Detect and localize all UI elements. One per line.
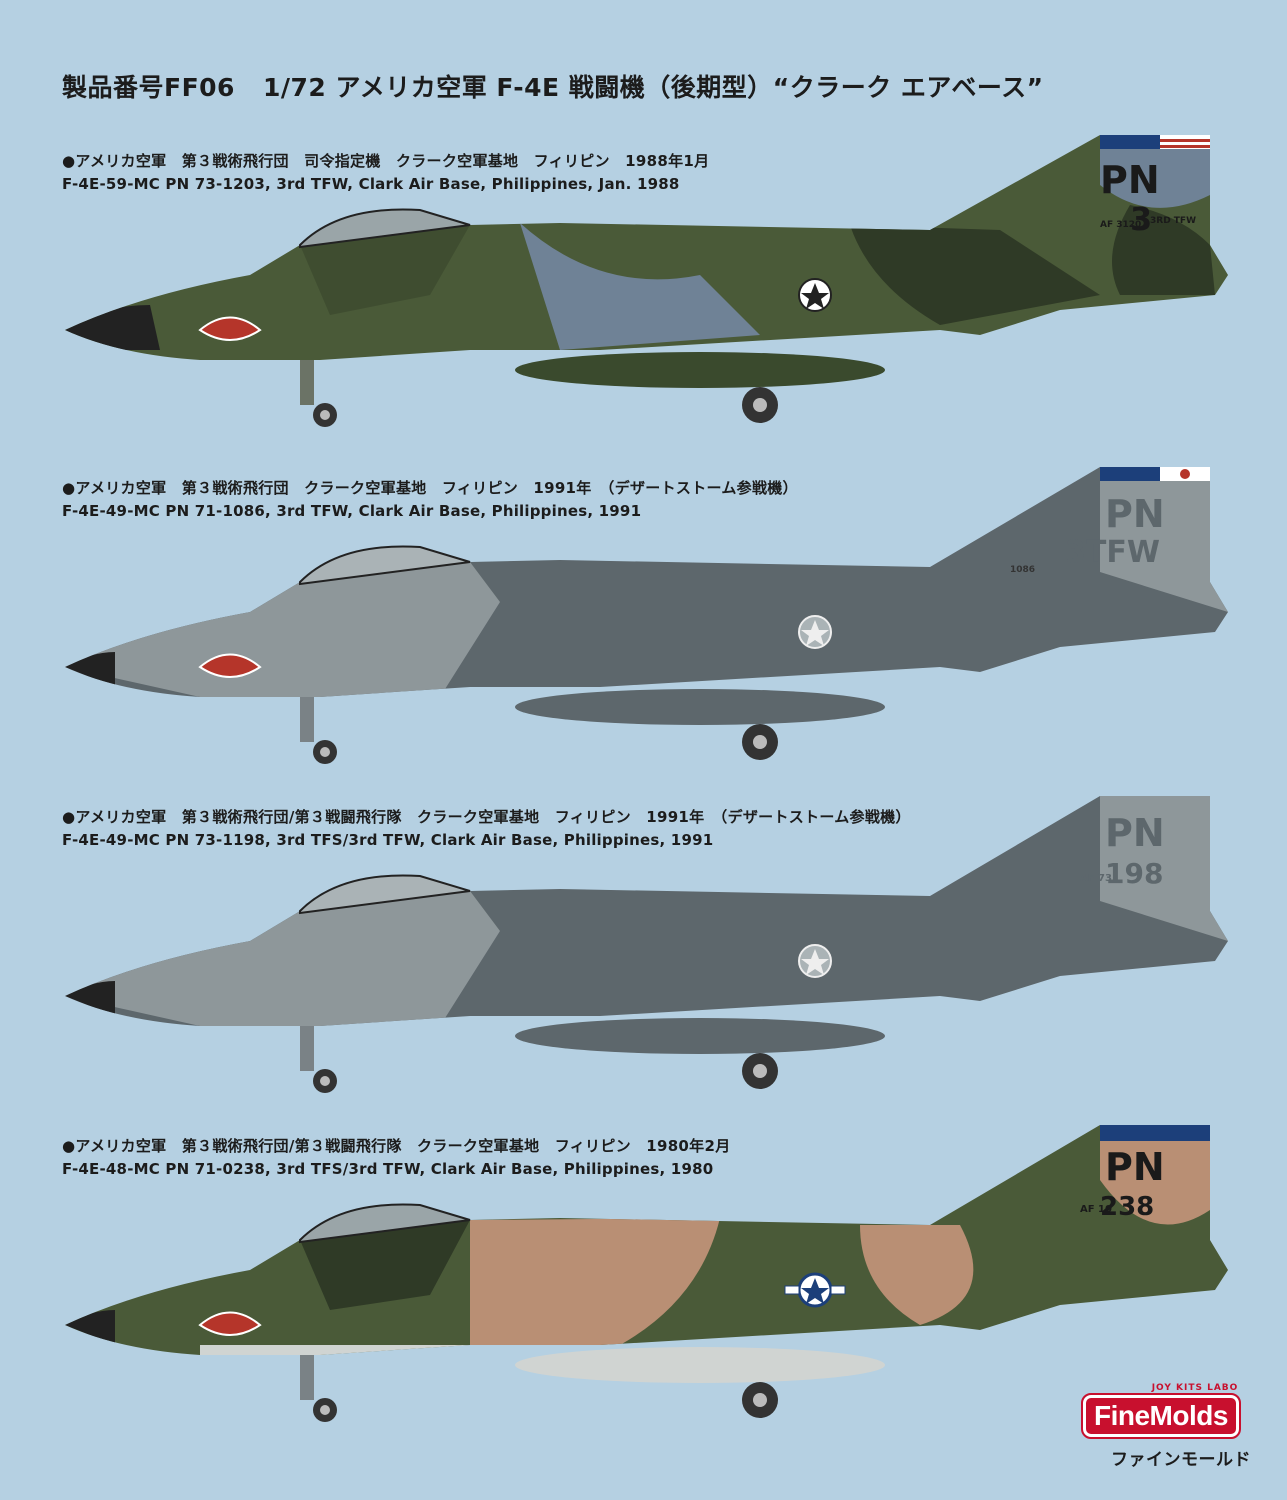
brand-kana: ファインモールド — [1111, 1450, 1251, 1470]
product-name: 1/72 アメリカ空軍 F-4E 戦闘機（後期型）“クラーク エアベース” — [262, 73, 1044, 102]
profile-caption: ●アメリカ空軍 第３戦術飛行団 司令指定機 クラーク空軍基地 フィリピン 198… — [62, 150, 709, 193]
serial-text: AF 3120 — [1100, 220, 1141, 230]
profile-caption: ●アメリカ空軍 第３戦術飛行団/第３戦闘飛行隊 クラーク空軍基地 フィリピン 1… — [62, 1135, 731, 1178]
tail-number: 238 — [1100, 1192, 1154, 1222]
tail-code: PN — [1105, 492, 1165, 536]
caption-en: F-4E-59-MC PN 73-1203, 3rd TFW, Clark Ai… — [62, 175, 680, 193]
caption-en: F-4E-49-MC PN 73-1198, 3rd TFS/3rd TFW, … — [62, 831, 714, 849]
tail-code: PN — [1100, 158, 1160, 202]
tail-number: 3TFW — [1065, 535, 1160, 570]
caption-jp: ●アメリカ空軍 第３戦術飛行団/第３戦闘飛行隊 クラーク空軍基地 フィリピン 1… — [62, 808, 911, 826]
aircraft-profile-4: PN 238 AF 10 — [65, 1125, 1228, 1422]
tail-number: 198 — [1105, 857, 1163, 890]
aircraft-profile-1: PN 3 3RD TFW AF 3120 — [65, 135, 1228, 427]
serial-text: AF 10 — [1080, 1204, 1112, 1215]
tail-code: PN — [1105, 811, 1165, 855]
tail-code: PN — [1105, 1145, 1165, 1189]
caption-en: F-4E-49-MC PN 71-1086, 3rd TFW, Clark Ai… — [62, 502, 642, 520]
product-number: 製品番号FF06 — [62, 73, 235, 102]
profile-caption: ●アメリカ空軍 第３戦術飛行団/第３戦闘飛行隊 クラーク空軍基地 フィリピン 1… — [62, 806, 911, 849]
aircraft-profile-3: PN 198 AF 73 — [65, 796, 1228, 1093]
serial-text: 1086 — [1010, 565, 1035, 575]
brand-logo: JOY KITS LABO FineMolds ファインモールド — [1081, 1383, 1255, 1470]
brand-wordmark: FineMolds — [1081, 1393, 1241, 1439]
caption-jp: ●アメリカ空軍 第３戦術飛行団 クラーク空軍基地 フィリピン 1991年 （デザ… — [62, 479, 798, 497]
serial-text: AF 73 — [1080, 873, 1112, 884]
page-title: 製品番号FF06 1/72 アメリカ空軍 F-4E 戦闘機（後期型）“クラーク エ… — [62, 68, 1044, 104]
caption-jp: ●アメリカ空軍 第３戦術飛行団 司令指定機 クラーク空軍基地 フィリピン 198… — [62, 152, 710, 170]
tail-number: 3 — [1130, 200, 1152, 238]
tail-small-text: 3RD TFW — [1150, 216, 1196, 226]
caption-en: F-4E-48-MC PN 71-0238, 3rd TFS/3rd TFW, … — [62, 1160, 714, 1178]
brand-tagline: JOY KITS LABO — [1151, 1383, 1239, 1393]
caption-jp: ●アメリカ空軍 第３戦術飛行団/第３戦闘飛行隊 クラーク空軍基地 フィリピン 1… — [62, 1137, 731, 1155]
profile-caption: ●アメリカ空軍 第３戦術飛行団 クラーク空軍基地 フィリピン 1991年 （デザ… — [62, 477, 798, 520]
aircraft-profile-2: PN 3TFW 1086 — [65, 467, 1228, 764]
